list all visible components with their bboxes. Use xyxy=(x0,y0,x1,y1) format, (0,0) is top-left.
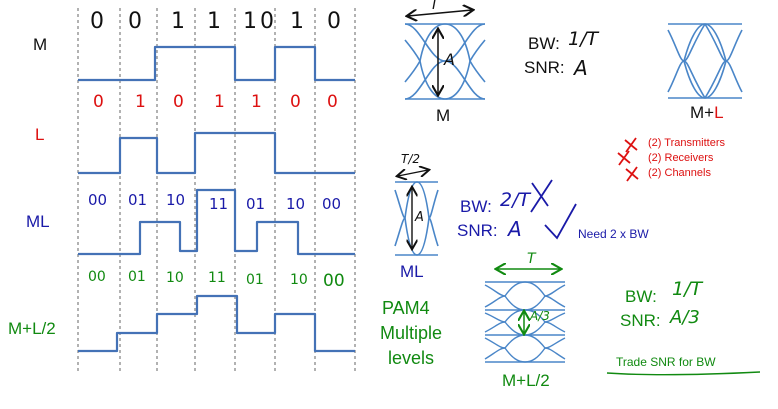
bit-label: 1 xyxy=(290,9,304,34)
mpl-item: (2) Receivers xyxy=(648,152,714,164)
bit-label: 01 xyxy=(128,269,146,285)
bit-label: 10 xyxy=(166,191,186,209)
check-mark xyxy=(544,203,577,240)
trade-underline xyxy=(606,371,761,376)
mpl-item: (2) Transmitters xyxy=(648,137,726,149)
bit-label: 1 xyxy=(214,92,225,112)
eye-m-amp-mark: A xyxy=(444,50,455,69)
pam4-line: PAM4 xyxy=(382,298,430,318)
eye-diagram-mpl xyxy=(667,23,743,99)
bit-label: 0 xyxy=(128,9,142,34)
ml2-snr-value: A/3 xyxy=(670,307,700,328)
waveform-ml2 xyxy=(78,294,355,353)
eye-ml-period-mark: T/2 xyxy=(401,152,421,166)
bit-label: 0 xyxy=(173,92,184,112)
eye-ml-amp-mark: A xyxy=(415,210,424,225)
bit-label: 00 xyxy=(88,191,108,209)
bit-label: 1 xyxy=(207,9,221,34)
bit-label: 0 xyxy=(90,9,104,34)
bit-label: 10 xyxy=(286,195,306,213)
m-bw-label: BW: xyxy=(528,34,560,53)
ml2-trade-note: Trade SNR for BW xyxy=(616,355,716,369)
ml-need-note: Need 2 x BW xyxy=(578,227,649,241)
m-snr-label: SNR: xyxy=(524,58,565,77)
eye-ml2-period-mark: T xyxy=(527,251,536,267)
ml2-snr-label: SNR: xyxy=(620,311,661,330)
bit-label: 01 xyxy=(128,191,148,209)
bit-label: 01 xyxy=(246,195,266,213)
eye-ml2-amp-mark: A/3 xyxy=(530,309,550,323)
pam4-line: levels xyxy=(388,348,435,368)
row-label-m: M xyxy=(33,35,48,54)
m-bw-value: 1/T xyxy=(568,28,599,50)
bit-label: 10 xyxy=(166,270,184,286)
bit-label: 1 xyxy=(251,92,262,112)
ml-snr-value: A xyxy=(508,217,522,241)
ml2-bw-value: 1/T xyxy=(672,278,703,300)
bit-label: 11 xyxy=(208,270,226,286)
waveform-l xyxy=(78,131,355,175)
bit-label: 0 xyxy=(93,92,104,112)
bit-label: 1 xyxy=(243,9,257,34)
ml-snr-label: SNR: xyxy=(457,221,498,240)
eye-mpl-caption: M+L xyxy=(690,104,724,121)
eye-m-inner xyxy=(419,23,471,100)
ml-bw-label: BW: xyxy=(460,197,492,216)
pam4-line: Multiple xyxy=(380,323,443,343)
bit-label: 0 xyxy=(327,9,341,34)
eye-diagram-ml2 xyxy=(484,281,566,363)
eye-ml-period-arrow xyxy=(398,170,428,176)
mpl-item: (2) Channels xyxy=(648,167,711,179)
eye-mpl-caption-l: L xyxy=(714,103,724,122)
bit-label: 1 xyxy=(171,9,185,34)
eye-m-period-mark: T xyxy=(430,0,439,13)
bit-label: 0 xyxy=(327,92,338,112)
bit-label: 00 xyxy=(323,271,345,291)
bit-label: 11 xyxy=(209,195,229,213)
bit-label: 0 xyxy=(290,92,301,112)
row-label-ml2: M+L/2 xyxy=(8,319,56,338)
bit-label: 00 xyxy=(322,195,342,213)
bit-label: 0 xyxy=(260,9,274,34)
eye-ml-caption: ML xyxy=(400,262,424,281)
bit-label: 1 xyxy=(135,92,146,112)
eye-mpl-caption-m: M+ xyxy=(690,103,715,122)
row-label-ml: ML xyxy=(26,212,50,231)
row-label-l: L xyxy=(35,125,45,144)
ml2-bw-label: BW: xyxy=(625,287,657,306)
bit-label: 01 xyxy=(246,272,264,288)
strike-x-mark xyxy=(530,179,553,213)
x-marks xyxy=(617,137,639,182)
eye-m-caption: M xyxy=(436,106,451,125)
waveform-m xyxy=(78,45,355,82)
ml-bw-value: 2/T xyxy=(500,189,531,211)
waveform-ml xyxy=(78,188,355,256)
m-snr-value: A xyxy=(574,56,588,80)
eye-m-period-arrow xyxy=(408,10,472,16)
eye-ml2-caption: M+L/2 xyxy=(502,371,550,390)
bit-label: 10 xyxy=(290,272,308,288)
bit-label: 00 xyxy=(88,269,106,285)
